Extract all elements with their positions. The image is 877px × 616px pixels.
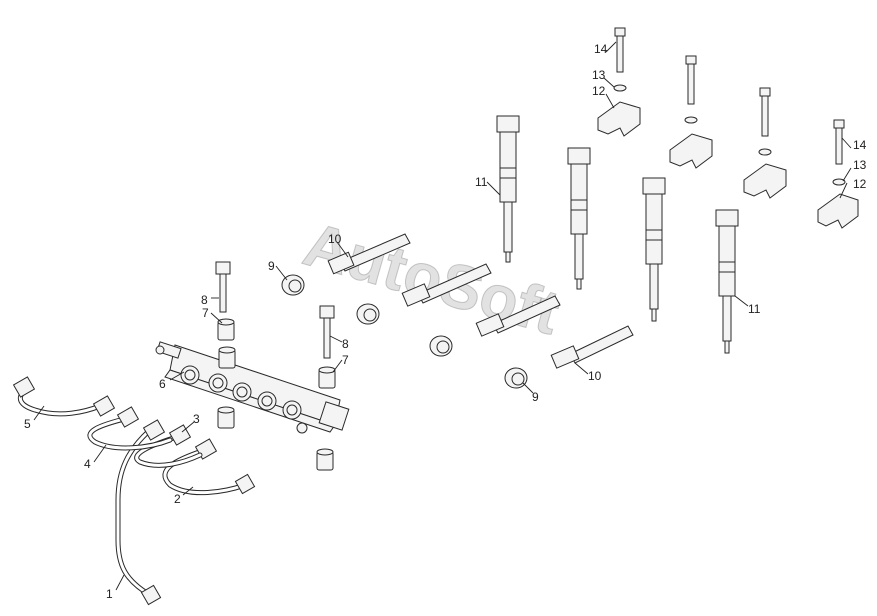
callout-12b: 12 [853,177,867,191]
callout-12a: 12 [592,84,606,98]
clamp-12b [817,193,859,229]
callout-7b: 7 [342,353,349,367]
bolt-8-right [319,305,335,359]
callout-5: 5 [24,417,31,431]
seal-ring-9a [281,274,305,296]
injector-2 [567,147,591,290]
seal-ring-9c [429,335,453,357]
spacer-left-lower [218,346,236,369]
injector-4 [715,209,739,354]
washer-13b [832,178,846,186]
common-rail [155,341,350,434]
pressure-pipe-10c [475,295,561,337]
callout-2: 2 [174,492,181,506]
callout-11a: 11 [475,175,488,189]
callout-1: 1 [106,587,113,601]
injector-3 [642,177,666,322]
callout-7a: 7 [202,306,209,320]
screw-14a [614,27,626,73]
leader-lines [33,41,852,591]
callout-4: 4 [84,457,91,471]
callout-13b: 13 [853,158,867,172]
callout-10b: 10 [588,369,602,383]
spacer-under-rail-2 [316,448,334,471]
callout-10a: 10 [328,232,342,246]
washer-a2 [684,116,698,124]
callout-14b: 14 [853,138,867,152]
screw-a2 [685,55,697,105]
pressure-pipe-10a [327,233,411,275]
screw-a3 [759,87,771,137]
spacer-under-rail-1 [217,406,235,429]
callout-8a: 8 [201,293,208,307]
callout-11b: 11 [748,302,761,316]
callout-labels: 1 2 3 4 5 6 7 7 8 8 9 9 10 10 11 11 12 1… [24,42,867,601]
washer-13a [613,84,627,92]
callout-9b: 9 [532,390,539,404]
seal-ring-9d [504,367,528,389]
washer-a3 [758,148,772,156]
fuel-line-5 [12,376,116,417]
fuel-line-4 [87,406,173,451]
seal-ring-9b [356,303,380,325]
callout-14a: 14 [594,42,608,56]
callout-13a: 13 [592,68,606,82]
fuel-line-2 [162,438,256,496]
injector-1 [496,115,520,263]
callout-9a: 9 [268,259,275,273]
clamp-a3 [743,163,787,199]
pressure-pipe-10b [401,263,492,307]
callout-3: 3 [193,412,200,426]
clamp-a2 [669,133,713,169]
spacer-7-left [217,318,235,341]
clamp-12a [597,101,641,137]
watermark: AutoSoft [296,210,567,348]
callout-6: 6 [159,377,166,391]
pressure-pipe-10d [550,325,634,369]
spacer-7-right [318,366,336,389]
bolt-8-left [215,261,231,313]
callout-8b: 8 [342,337,349,351]
screw-14b [833,119,845,165]
